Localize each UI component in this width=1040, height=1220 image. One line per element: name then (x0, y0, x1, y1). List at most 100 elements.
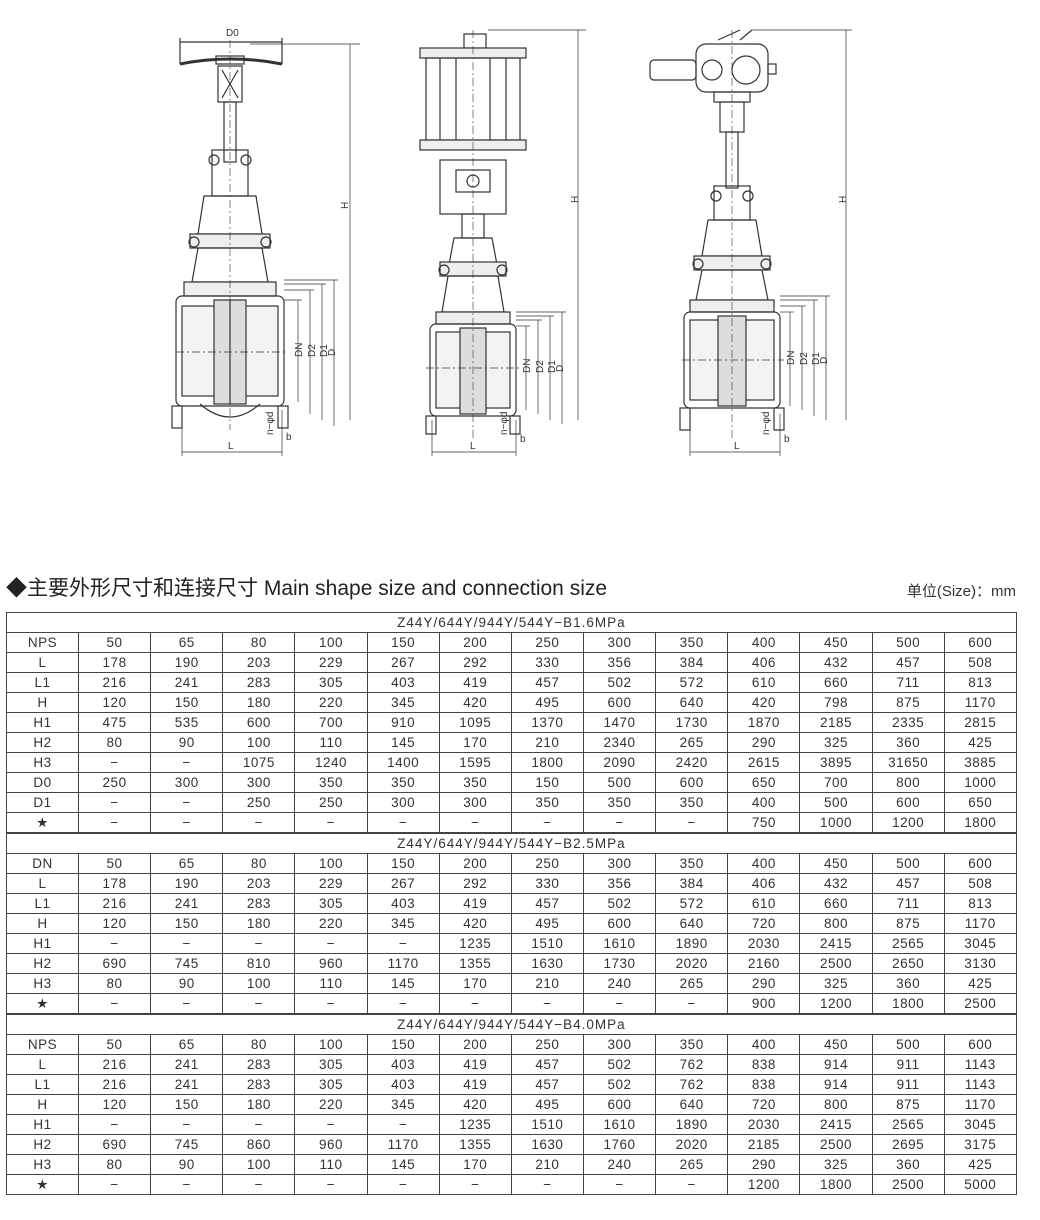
table-cell: 572 (655, 893, 729, 914)
table-cell: 305 (294, 672, 368, 693)
table-cell: 1800 (871, 993, 945, 1015)
table-cell: 500 (582, 772, 657, 793)
table-cell: 305 (294, 1054, 368, 1075)
table-cell: 150 (510, 772, 584, 793)
table-cell: 600 (943, 1034, 1017, 1055)
table-cell: − (150, 792, 224, 813)
table-cell: 170 (438, 732, 512, 753)
table-cell: 600 (222, 712, 296, 733)
table-cell: 283 (222, 672, 296, 693)
table-cell: 180 (222, 1094, 296, 1115)
table-cell: 750 (727, 812, 801, 834)
table-cell: − (510, 812, 584, 834)
table-cell: − (150, 1114, 224, 1135)
table-cell: − (150, 933, 224, 954)
table-cell: 813 (943, 893, 1017, 914)
table-cell: 2090 (582, 752, 657, 773)
valve-drawings-svg: D0 H (171, 28, 852, 456)
table-cell: 356 (582, 652, 657, 673)
table-cell: 241 (150, 1074, 224, 1095)
table-cell: 508 (943, 873, 1017, 894)
table-cell: 203 (222, 873, 296, 894)
table-cell: 900 (727, 993, 801, 1015)
row-label: H1 (6, 933, 79, 954)
table-cell: 419 (438, 672, 512, 693)
table-cell: 2695 (871, 1134, 945, 1155)
table-cell: 1075 (222, 752, 296, 773)
table-cell: − (438, 812, 512, 834)
table-cell: 80 (77, 732, 152, 753)
row-label: H2 (6, 953, 79, 974)
table-cell: 640 (655, 913, 729, 934)
table-cell: 241 (150, 893, 224, 914)
label-d1-2: D1 (547, 360, 558, 373)
table-cell: 457 (871, 873, 945, 894)
table-cell: 640 (655, 692, 729, 713)
row-label: H3 (6, 752, 79, 773)
table-cell: 403 (366, 1074, 440, 1095)
table-cell: 90 (150, 973, 224, 994)
table-cell: 384 (655, 652, 729, 673)
label-dn: DN (294, 343, 305, 357)
table-cell: 914 (799, 1074, 873, 1095)
label-d1-3: D1 (811, 352, 822, 365)
table-cell: 1170 (943, 1094, 1017, 1115)
table-cell: 1595 (438, 752, 512, 773)
table-cell: − (366, 993, 440, 1015)
table-cell: 1400 (366, 752, 440, 773)
table-cell: 1760 (582, 1134, 657, 1155)
table-cell: 240 (582, 1154, 657, 1175)
table-cell: 229 (294, 652, 368, 673)
table-cell: 911 (871, 1074, 945, 1095)
table-cell: 200 (438, 1034, 512, 1055)
section-title-row: Z44Y/644Y/944Y/544Y−B4.0MPa (6, 1013, 1017, 1035)
table-cell: 170 (438, 973, 512, 994)
table-cell: 300 (366, 792, 440, 813)
row-label: L1 (6, 672, 79, 693)
table-cell: 150 (150, 692, 224, 713)
table-cell: 1730 (582, 953, 657, 974)
table-cell: − (655, 1174, 729, 1195)
table-cell: 350 (582, 792, 657, 813)
table-cell: 65 (150, 853, 224, 874)
label-h-2: H (570, 196, 581, 203)
row-label: NPS (6, 632, 79, 653)
table-cell: 572 (655, 672, 729, 693)
table-cell: 384 (655, 873, 729, 894)
table-cell: 600 (582, 1094, 657, 1115)
table-cell: 290 (727, 973, 801, 994)
table-cell: 5000 (943, 1174, 1017, 1195)
table-cell: 345 (366, 913, 440, 934)
electric-valve-drawing: H DN D2 D1 D L n−φd b (649, 29, 852, 456)
pneumatic-valve-drawing: H DN D2 D1 D L n−φd b (419, 29, 586, 456)
table-cell: 495 (510, 1094, 584, 1115)
label-d2: D2 (307, 344, 318, 357)
row-label: H1 (6, 1114, 79, 1135)
table-cell: 325 (799, 1154, 873, 1175)
table-cell: 406 (727, 652, 801, 673)
table-cell: 500 (871, 1034, 945, 1055)
table-cell: 100 (294, 632, 368, 653)
table-cell: 495 (510, 692, 584, 713)
table-cell: 31650 (871, 752, 945, 773)
table-cell: 502 (582, 1054, 657, 1075)
table-cell: 150 (150, 1094, 224, 1115)
section-heading: ◆主要外形尺寸和连接尺寸 Main shape size and connect… (6, 577, 608, 600)
table-cell: − (582, 1174, 657, 1195)
table-cell: 216 (77, 1054, 152, 1075)
table-cell: 292 (438, 652, 512, 673)
table-cell: 2020 (655, 1134, 729, 1155)
table-cell: 690 (77, 953, 152, 974)
table-cell: 2500 (871, 1174, 945, 1195)
table-cell: 420 (438, 913, 512, 934)
row-label: H1 (6, 712, 79, 733)
table-cell: 300 (582, 853, 657, 874)
table-cell: 145 (366, 732, 440, 753)
table-cell: − (222, 1114, 296, 1135)
